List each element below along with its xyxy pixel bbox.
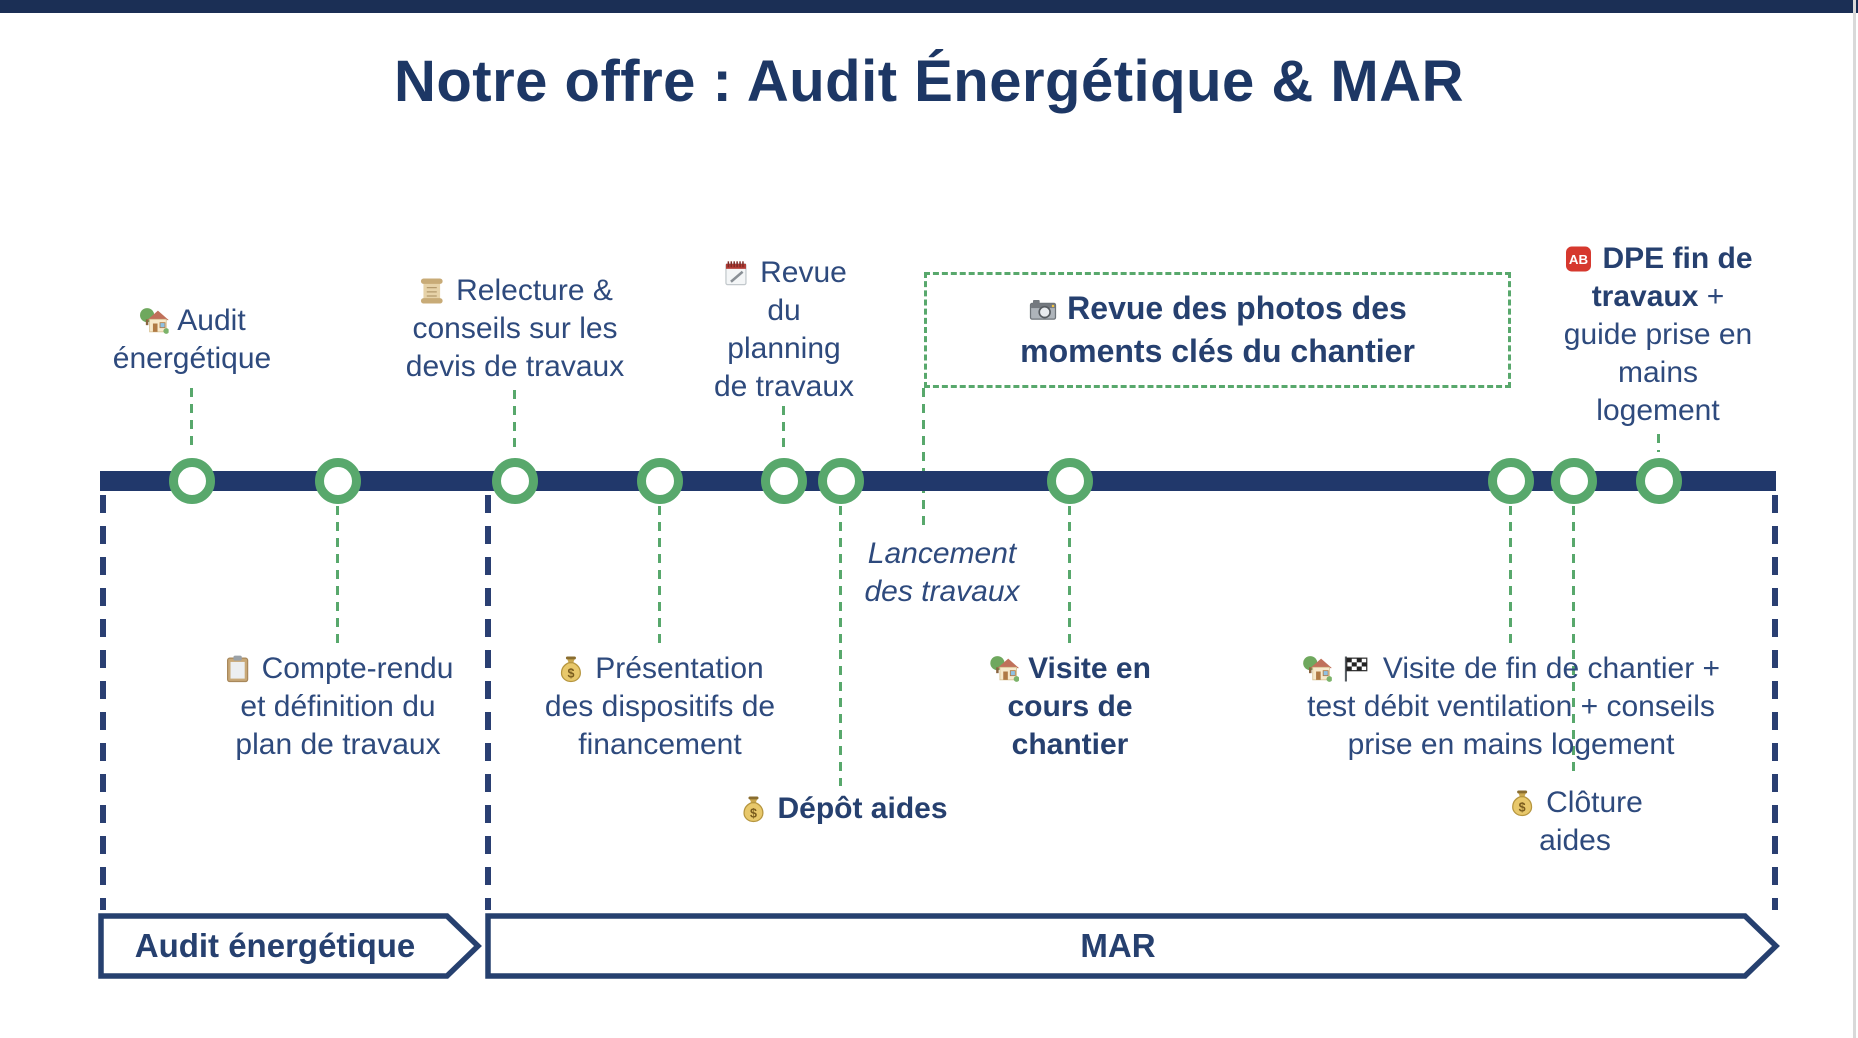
label-compte-rendu: Compte-rendu et définition du plan de tr… [223,650,453,764]
phase-divider-right [1772,495,1778,910]
label-presentation-financement: Présentation des dispositifs de financem… [544,652,776,761]
label-revue-planning: Revue du planning de travaux [713,256,855,403]
milestone-dot [761,458,807,504]
label-dpe-fin-travaux: DPE fin de travaux + guide prise en main… [1563,242,1753,427]
milestone-dot [818,458,864,504]
checkered-flag-icon [1341,654,1371,684]
top-accent-bar [0,0,1858,13]
photos-review-box: Revue des photos des moments clés du cha… [924,272,1511,388]
connector-compte-rendu [336,506,339,644]
milestone-dot [492,458,538,504]
connector-visite-cours [1068,506,1071,644]
milestone-dot [169,458,215,504]
notepad-icon [721,258,751,288]
page-edge-line [1853,0,1856,1038]
connector-cloture-aides [1572,506,1575,778]
milestone-dot [1636,458,1682,504]
phase-divider-middle [485,495,491,910]
connector-lancement [922,388,925,528]
house-icon [989,654,1019,684]
label-relecture-devis: Relecture & conseils sur les devis de tr… [405,274,625,383]
scroll-icon [417,276,447,306]
connector-depot-aides [839,506,842,786]
phase-label-mar: MAR [1080,927,1156,964]
connector-planning [782,406,785,452]
connector-audit [190,388,193,452]
moneybag-icon [556,654,586,684]
label-cloture-aides: Clôture aides [1507,784,1643,860]
page-title: Notre offre : Audit Énergétique & MAR [393,49,1464,114]
house-icon [138,306,168,336]
milestone-dot [637,458,683,504]
connector-financement [658,506,661,644]
house-icon [1302,654,1332,684]
ab-icon [1563,244,1593,274]
milestone-dot [1488,458,1534,504]
label-visite-en-cours: Visite en cours de chantier [989,650,1151,764]
moneybag-icon [738,794,768,824]
label-audit-energetique: Audit énergétique [112,304,272,375]
label-depot-aides: Dépôt aides [738,790,948,828]
phase-arrow-mar [485,913,1780,979]
milestone-dot [1551,458,1597,504]
moneybag-icon [1507,788,1537,818]
label-visite-fin-chantier: Visite de fin de chantier + test débit v… [1302,650,1720,764]
label-lancement-travaux: Lancement des travaux [864,537,1020,608]
milestone-dot [1047,458,1093,504]
phase-label-audit: Audit énergétique [134,927,416,964]
connector-visite-fin [1509,506,1512,644]
camera-icon [1028,295,1058,325]
connector-relecture [513,390,516,452]
clipboard-icon [223,654,253,684]
phase-arrow-audit [98,913,482,979]
phase-divider-left [100,495,106,910]
connector-dpe [1657,434,1660,452]
milestone-dot [315,458,361,504]
